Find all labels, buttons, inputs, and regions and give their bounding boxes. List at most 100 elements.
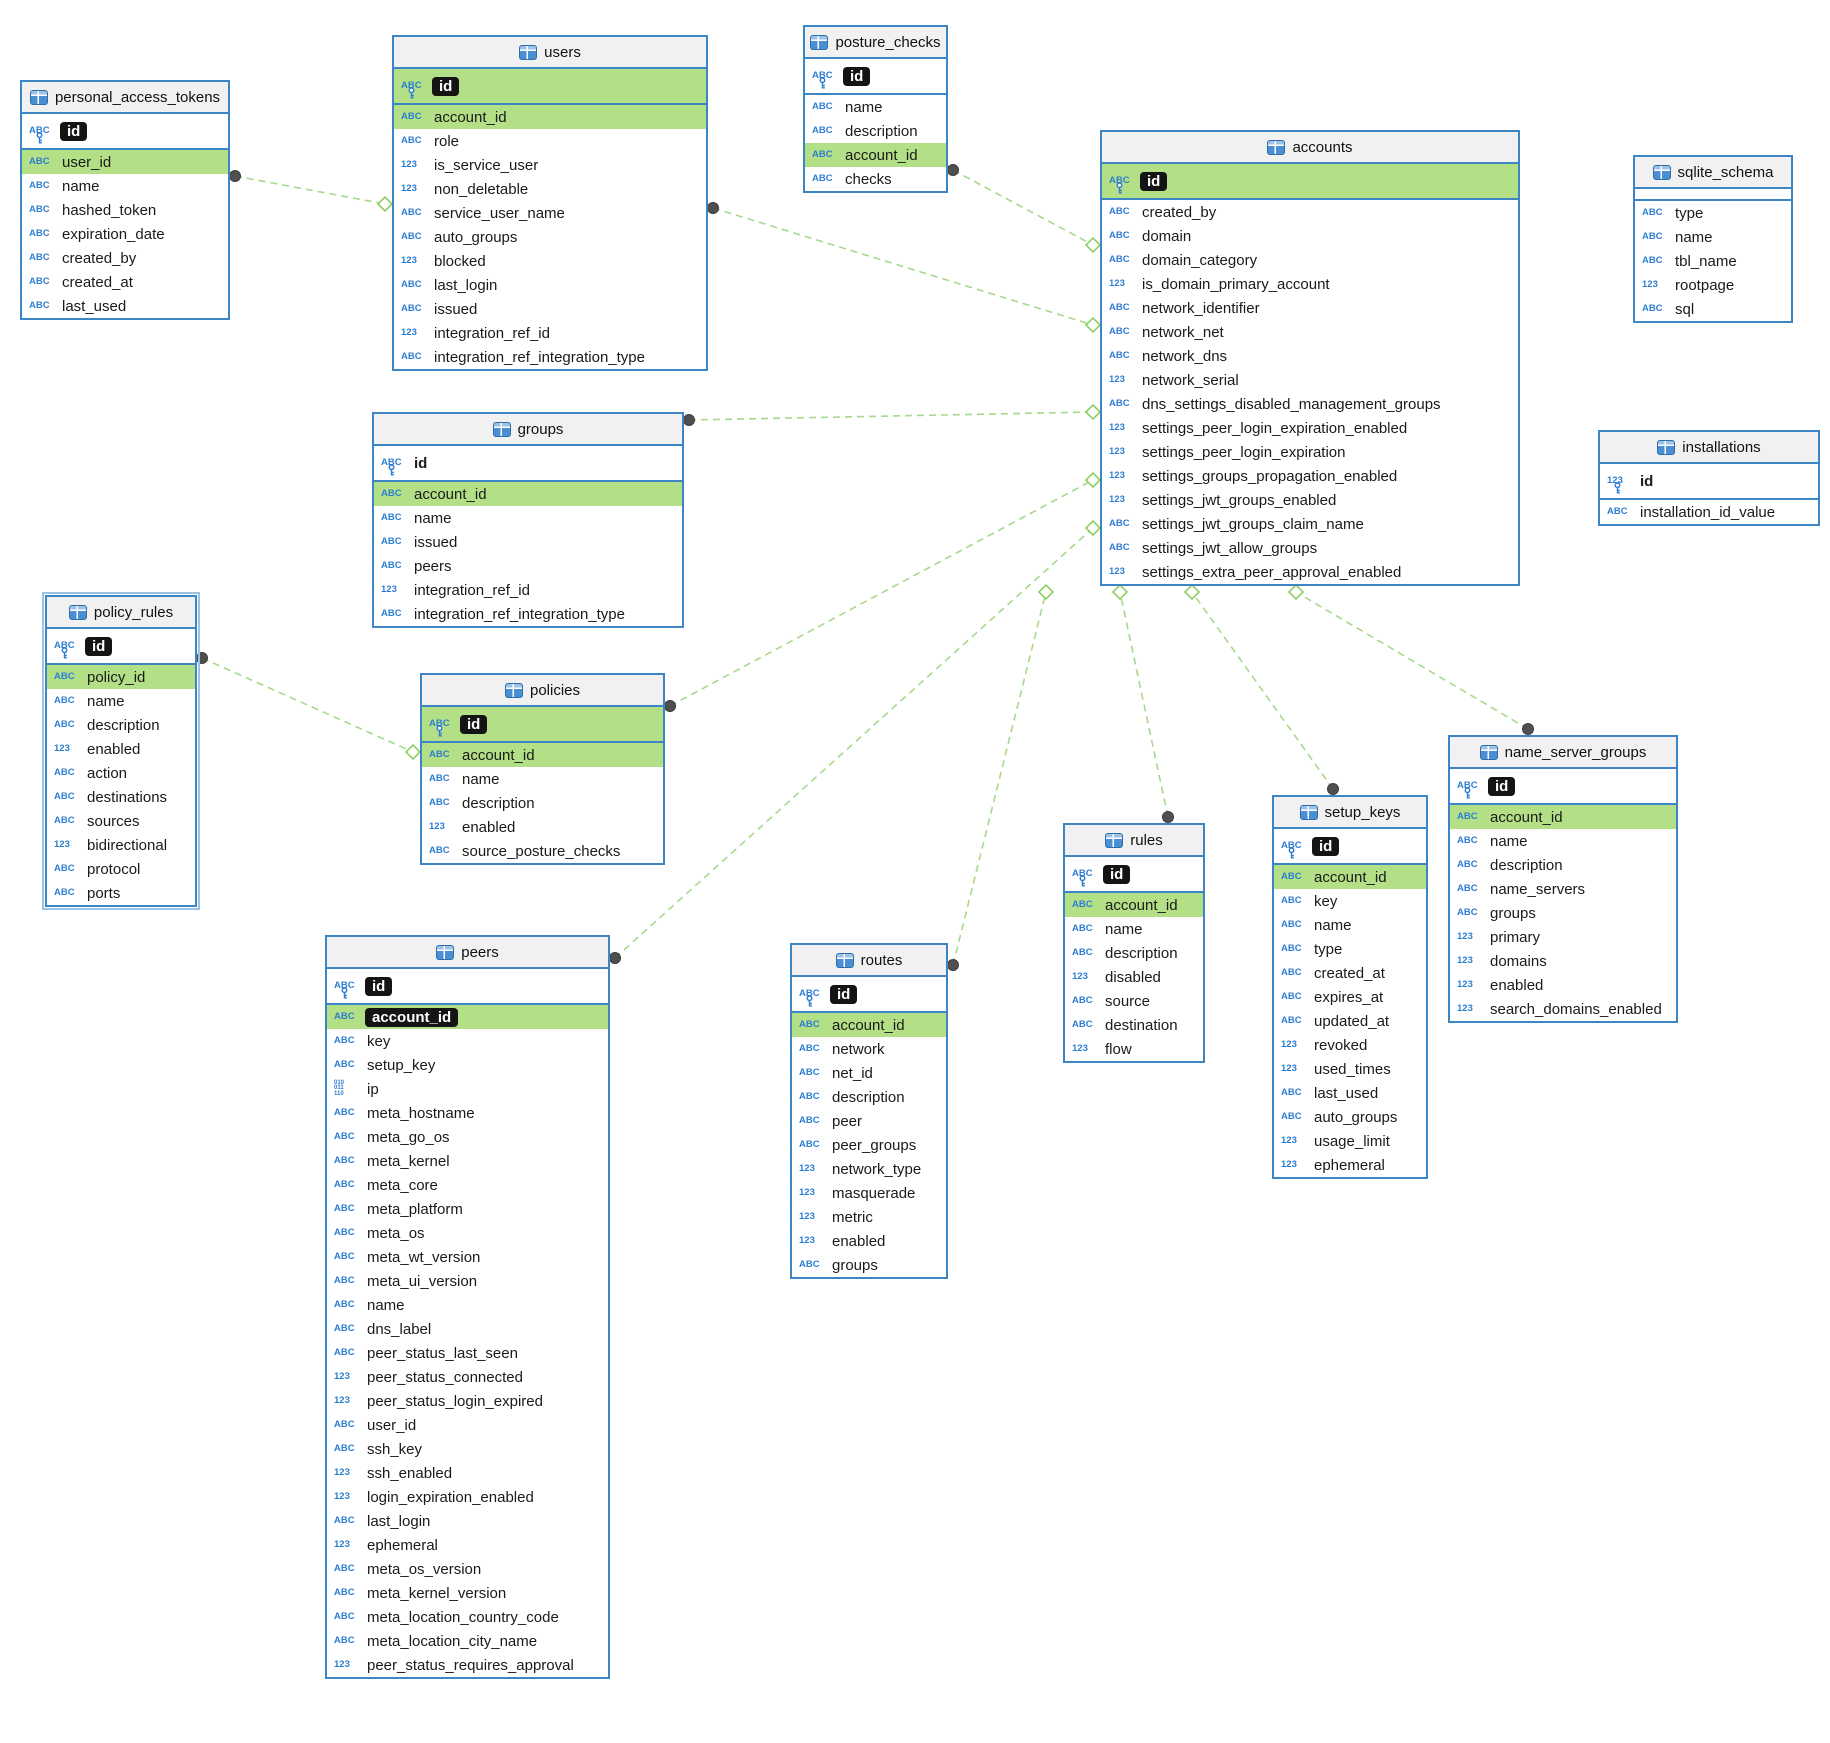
table-header[interactable]: rules	[1065, 825, 1203, 857]
table-header[interactable]: personal_access_tokens	[22, 82, 228, 114]
table-header[interactable]: groups	[374, 414, 682, 446]
table-header[interactable]: policy_rules	[47, 597, 195, 629]
table-header[interactable]: sqlite_schema	[1635, 157, 1791, 189]
table-header[interactable]: posture_checks	[805, 27, 946, 59]
